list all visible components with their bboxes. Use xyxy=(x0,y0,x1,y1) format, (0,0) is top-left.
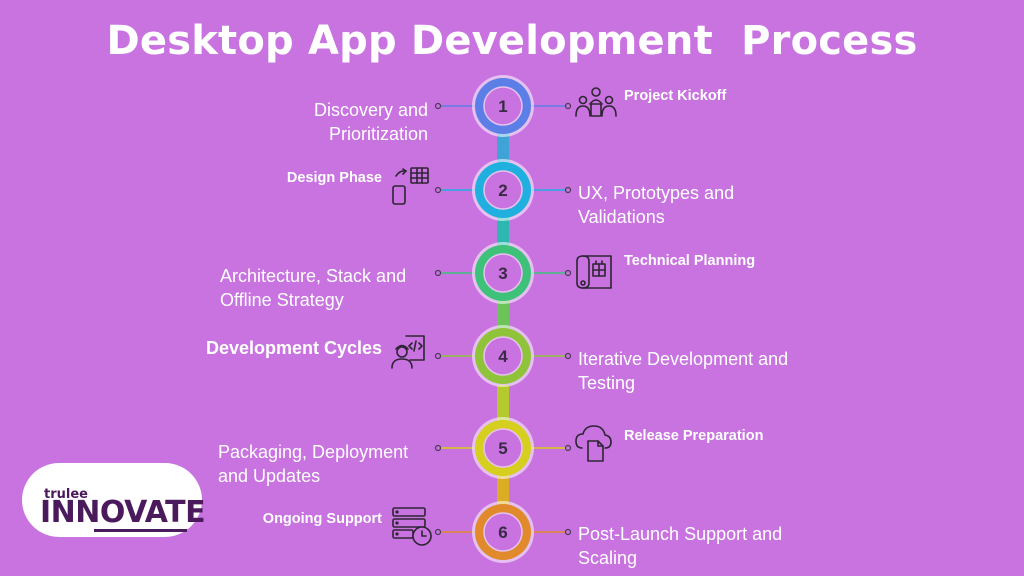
connector-dot xyxy=(434,269,442,277)
step-number-1: 1 xyxy=(498,97,507,116)
connector-dot xyxy=(434,352,442,360)
step-number-5: 5 xyxy=(498,439,507,458)
step-number-6: 6 xyxy=(498,523,507,542)
step-5-left-label: Packaging, Deployment and Updates xyxy=(218,442,409,486)
step-ring-6: 6 xyxy=(472,501,534,563)
connector-dots xyxy=(434,102,572,536)
connector-dot xyxy=(564,352,572,360)
step-number-4: 4 xyxy=(498,347,508,366)
step-6-right-label: Post-Launch Support and Scaling xyxy=(578,524,783,568)
connector-dot xyxy=(564,269,572,277)
connector-dot xyxy=(434,528,442,536)
step-4-right-label: Iterative Development and Testing xyxy=(578,349,789,393)
spine-connector xyxy=(497,385,509,425)
team-meeting-icon xyxy=(575,87,617,117)
design-devices-icon xyxy=(392,167,429,205)
step-3-right-label: Technical Planning xyxy=(624,253,756,269)
connector-dot xyxy=(434,102,442,110)
company-logo: trulee INNOVATE xyxy=(22,463,206,537)
step-3-left-label: Architecture, Stack and Offline Strategy xyxy=(220,266,407,310)
logo-small-text: trulee xyxy=(44,487,88,502)
step-2-right-label: UX, Prototypes and Validations xyxy=(578,183,735,227)
step-ring-5: 5 xyxy=(472,417,534,479)
connector-dot xyxy=(564,102,572,110)
step-6-left-label: Ongoing Support xyxy=(262,511,382,527)
step-number-2: 2 xyxy=(498,181,507,200)
server-clock-icon xyxy=(392,507,432,546)
page-title: Desktop App Development Process xyxy=(106,18,918,64)
step-ring-4: 4 xyxy=(472,325,534,387)
connector-dot xyxy=(434,186,442,194)
cloud-document-icon xyxy=(575,425,612,462)
left-connectors xyxy=(440,105,475,533)
right-connectors xyxy=(531,105,566,533)
connector-dot xyxy=(564,444,572,452)
connector-dot xyxy=(564,186,572,194)
step-4-left-label: Development Cycles xyxy=(206,338,383,358)
step-ring-3: 3 xyxy=(472,242,534,304)
spine-connector xyxy=(497,470,509,510)
step-1-right-label: Project Kickoff xyxy=(624,88,727,104)
step-ring-2: 2 xyxy=(472,159,534,221)
logo-big-text: INNOVATE xyxy=(40,495,206,530)
step-ring-1: 1 xyxy=(472,75,534,137)
connector-dot xyxy=(434,444,442,452)
developer-code-icon xyxy=(391,335,425,369)
step-2-left-label: Design Phase xyxy=(286,170,382,186)
step-number-3: 3 xyxy=(498,264,507,283)
step-5-right-label: Release Preparation xyxy=(624,428,764,444)
connector-dot xyxy=(564,528,572,536)
step-1-left-label: Discovery and Prioritization xyxy=(313,100,428,144)
blueprint-icon xyxy=(576,255,612,289)
logo-underline xyxy=(94,529,187,532)
